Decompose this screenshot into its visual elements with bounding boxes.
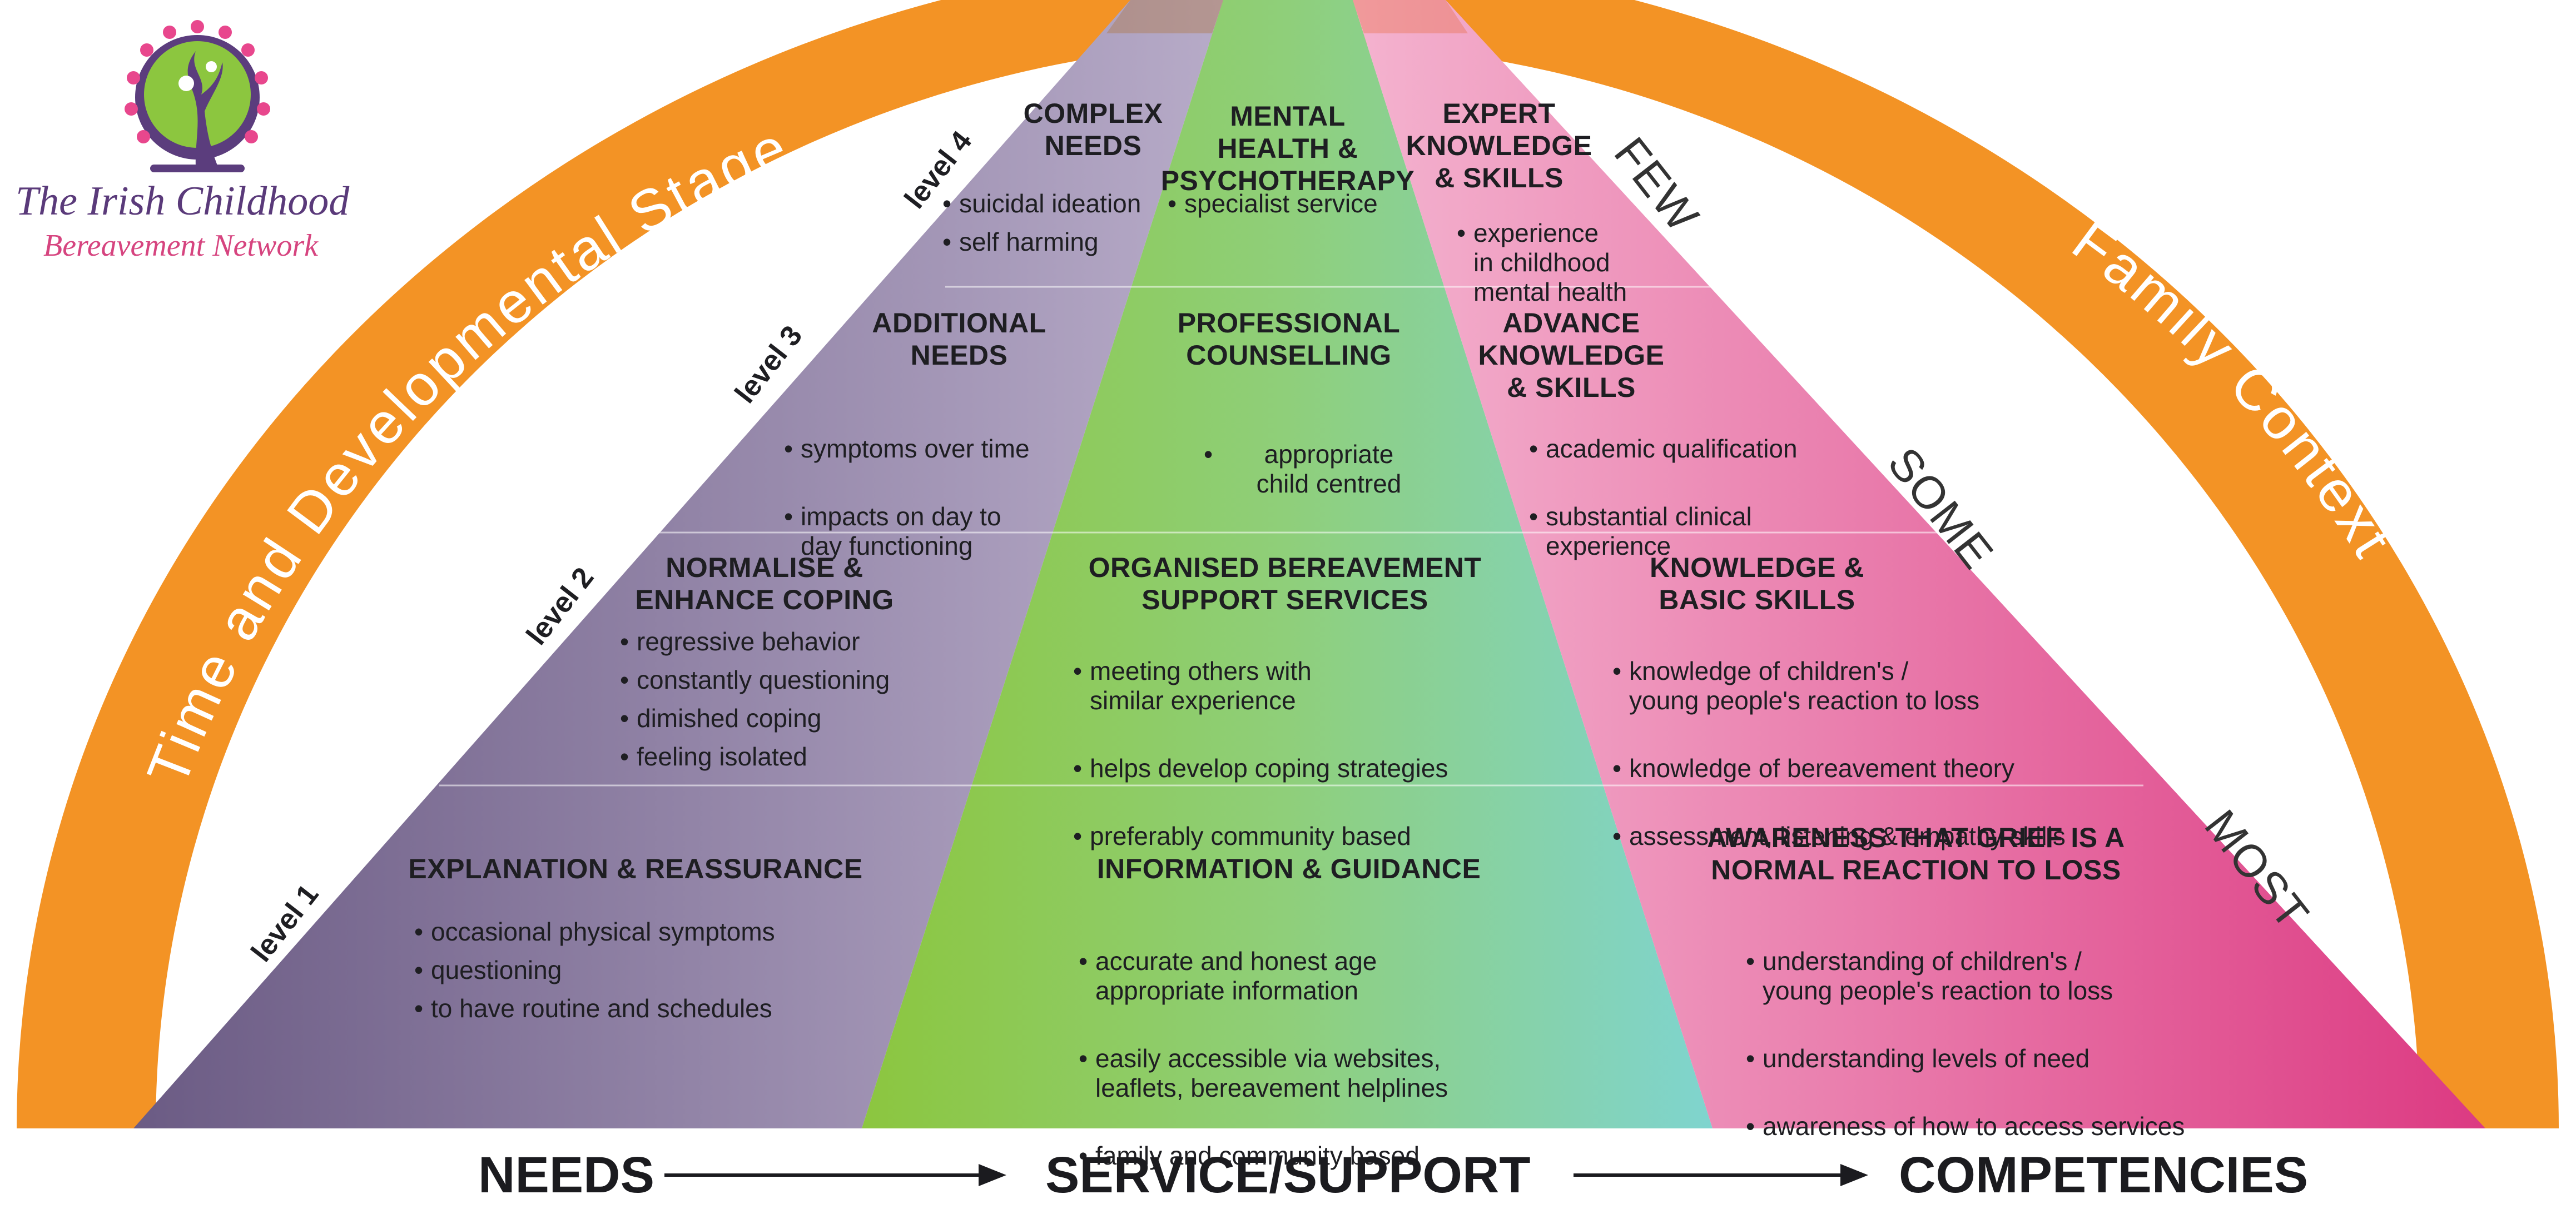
list-item: knowledge of bereavement theory bbox=[1612, 754, 2135, 783]
list-item: self harming bbox=[942, 227, 1176, 257]
competency-level-2-list: knowledge of children's / young people's… bbox=[1612, 627, 2135, 889]
list-item: preferably community based bbox=[1073, 822, 1529, 851]
service-level-2-title: ORGANISED BEREAVEMENT SUPPORT SERVICES bbox=[1088, 552, 1482, 615]
list-item: helps develop coping strategies bbox=[1073, 754, 1529, 783]
arch-overlap-left bbox=[1106, 0, 1223, 33]
list-item: appropriate child centred bbox=[1204, 440, 1437, 499]
needs-level-1-list: occasional physical symptoms questioning… bbox=[414, 917, 915, 1032]
competency-level-1-list: understanding of children's / young peop… bbox=[1746, 917, 2246, 1180]
competency-level-3-list: academic qualification substantial clini… bbox=[1529, 405, 1840, 599]
list-item: experience in childhood mental health bbox=[1457, 218, 1690, 307]
list-item: suicidal ideation bbox=[942, 189, 1176, 218]
needs-level-3-title: ADDITIONAL NEEDS bbox=[872, 307, 1046, 371]
competency-level-4-list: experience in childhood mental health bbox=[1457, 189, 1690, 345]
list-item: feeling isolated bbox=[620, 742, 965, 772]
service-level-2-list: meeting others with similar experience h… bbox=[1073, 627, 1529, 889]
list-item: to have routine and schedules bbox=[414, 994, 915, 1023]
competency-level-3-title: ADVANCE KNOWLEDGE & SKILLS bbox=[1478, 307, 1665, 403]
list-item: questioning bbox=[414, 956, 915, 985]
logo-subtitle: Bereavement Network bbox=[43, 228, 318, 263]
competency-level-2-title: KNOWLEDGE & BASIC SKILLS bbox=[1649, 552, 1865, 615]
bottom-label-competencies: COMPETENCIES bbox=[1899, 1147, 2309, 1203]
tree-icon bbox=[125, 20, 270, 172]
needs-level-2-title: NORMALISE & ENHANCE COPING bbox=[635, 552, 894, 615]
list-item: impacts on day to day functioning bbox=[784, 502, 1118, 561]
list-item: understanding of children's / young peop… bbox=[1746, 947, 2246, 1006]
service-level-3-list: appropriate child centred bbox=[1204, 410, 1437, 537]
list-item: regressive behavior bbox=[620, 627, 965, 656]
needs-level-4-title: COMPLEX NEEDS bbox=[1023, 98, 1163, 161]
arrow-needs-to-service bbox=[664, 1164, 1006, 1186]
competency-level-4-title: EXPERT KNOWLEDGE & SKILLS bbox=[1406, 98, 1592, 193]
list-item: accurate and honest age appropriate info… bbox=[1079, 947, 1535, 1006]
service-level-1-title: INFORMATION & GUIDANCE bbox=[1096, 853, 1481, 884]
bottom-label-service: SERVICE/SUPPORT bbox=[1045, 1147, 1531, 1203]
arch-overlap-right bbox=[1353, 0, 1468, 33]
list-item: easily accessible via websites, leaflets… bbox=[1079, 1044, 1535, 1103]
list-item: meeting others with similar experience bbox=[1073, 656, 1529, 715]
needs-level-4-list: suicidal ideation self harming bbox=[942, 189, 1176, 266]
list-item: symptoms over time bbox=[784, 434, 1118, 464]
list-item: substantial clinical experience bbox=[1529, 502, 1840, 561]
list-item: awareness of how to access services bbox=[1746, 1112, 2246, 1141]
competency-level-1-title: AWARENESS THAT GRIEF IS A NORMAL REACTIO… bbox=[1707, 822, 2125, 885]
list-item: academic qualification bbox=[1529, 434, 1840, 464]
list-item: understanding levels of need bbox=[1746, 1044, 2246, 1073]
needs-level-1-title: EXPLANATION & REASSURANCE bbox=[408, 853, 863, 884]
list-item: knowledge of children's / young people's… bbox=[1612, 656, 2135, 715]
arrow-service-to-competencies bbox=[1574, 1164, 1868, 1186]
service-level-4-title: MENTAL HEALTH & PSYCHOTHERAPY bbox=[1160, 101, 1415, 196]
service-level-4-list: specialist service bbox=[1168, 189, 1423, 227]
needs-level-2-list: regressive behavior constantly questioni… bbox=[620, 627, 965, 780]
list-item: dimished coping bbox=[620, 704, 965, 733]
list-item: specialist service bbox=[1168, 189, 1423, 218]
list-item: occasional physical symptoms bbox=[414, 917, 915, 947]
service-level-1-list: accurate and honest age appropriate info… bbox=[1079, 917, 1535, 1209]
list-item: family and community based bbox=[1079, 1141, 1535, 1171]
service-level-3-title: PROFESSIONAL COUNSELLING bbox=[1177, 307, 1401, 371]
needs-region bbox=[133, 0, 1223, 1128]
needs-level-3-list: symptoms over time impacts on day to day… bbox=[784, 405, 1118, 599]
list-item: assessment, listening & empathy skills bbox=[1612, 822, 2135, 851]
bottom-label-needs: NEEDS bbox=[478, 1147, 654, 1203]
list-item: constantly questioning bbox=[620, 665, 965, 695]
logo-title: The Irish Childhood bbox=[16, 178, 350, 224]
